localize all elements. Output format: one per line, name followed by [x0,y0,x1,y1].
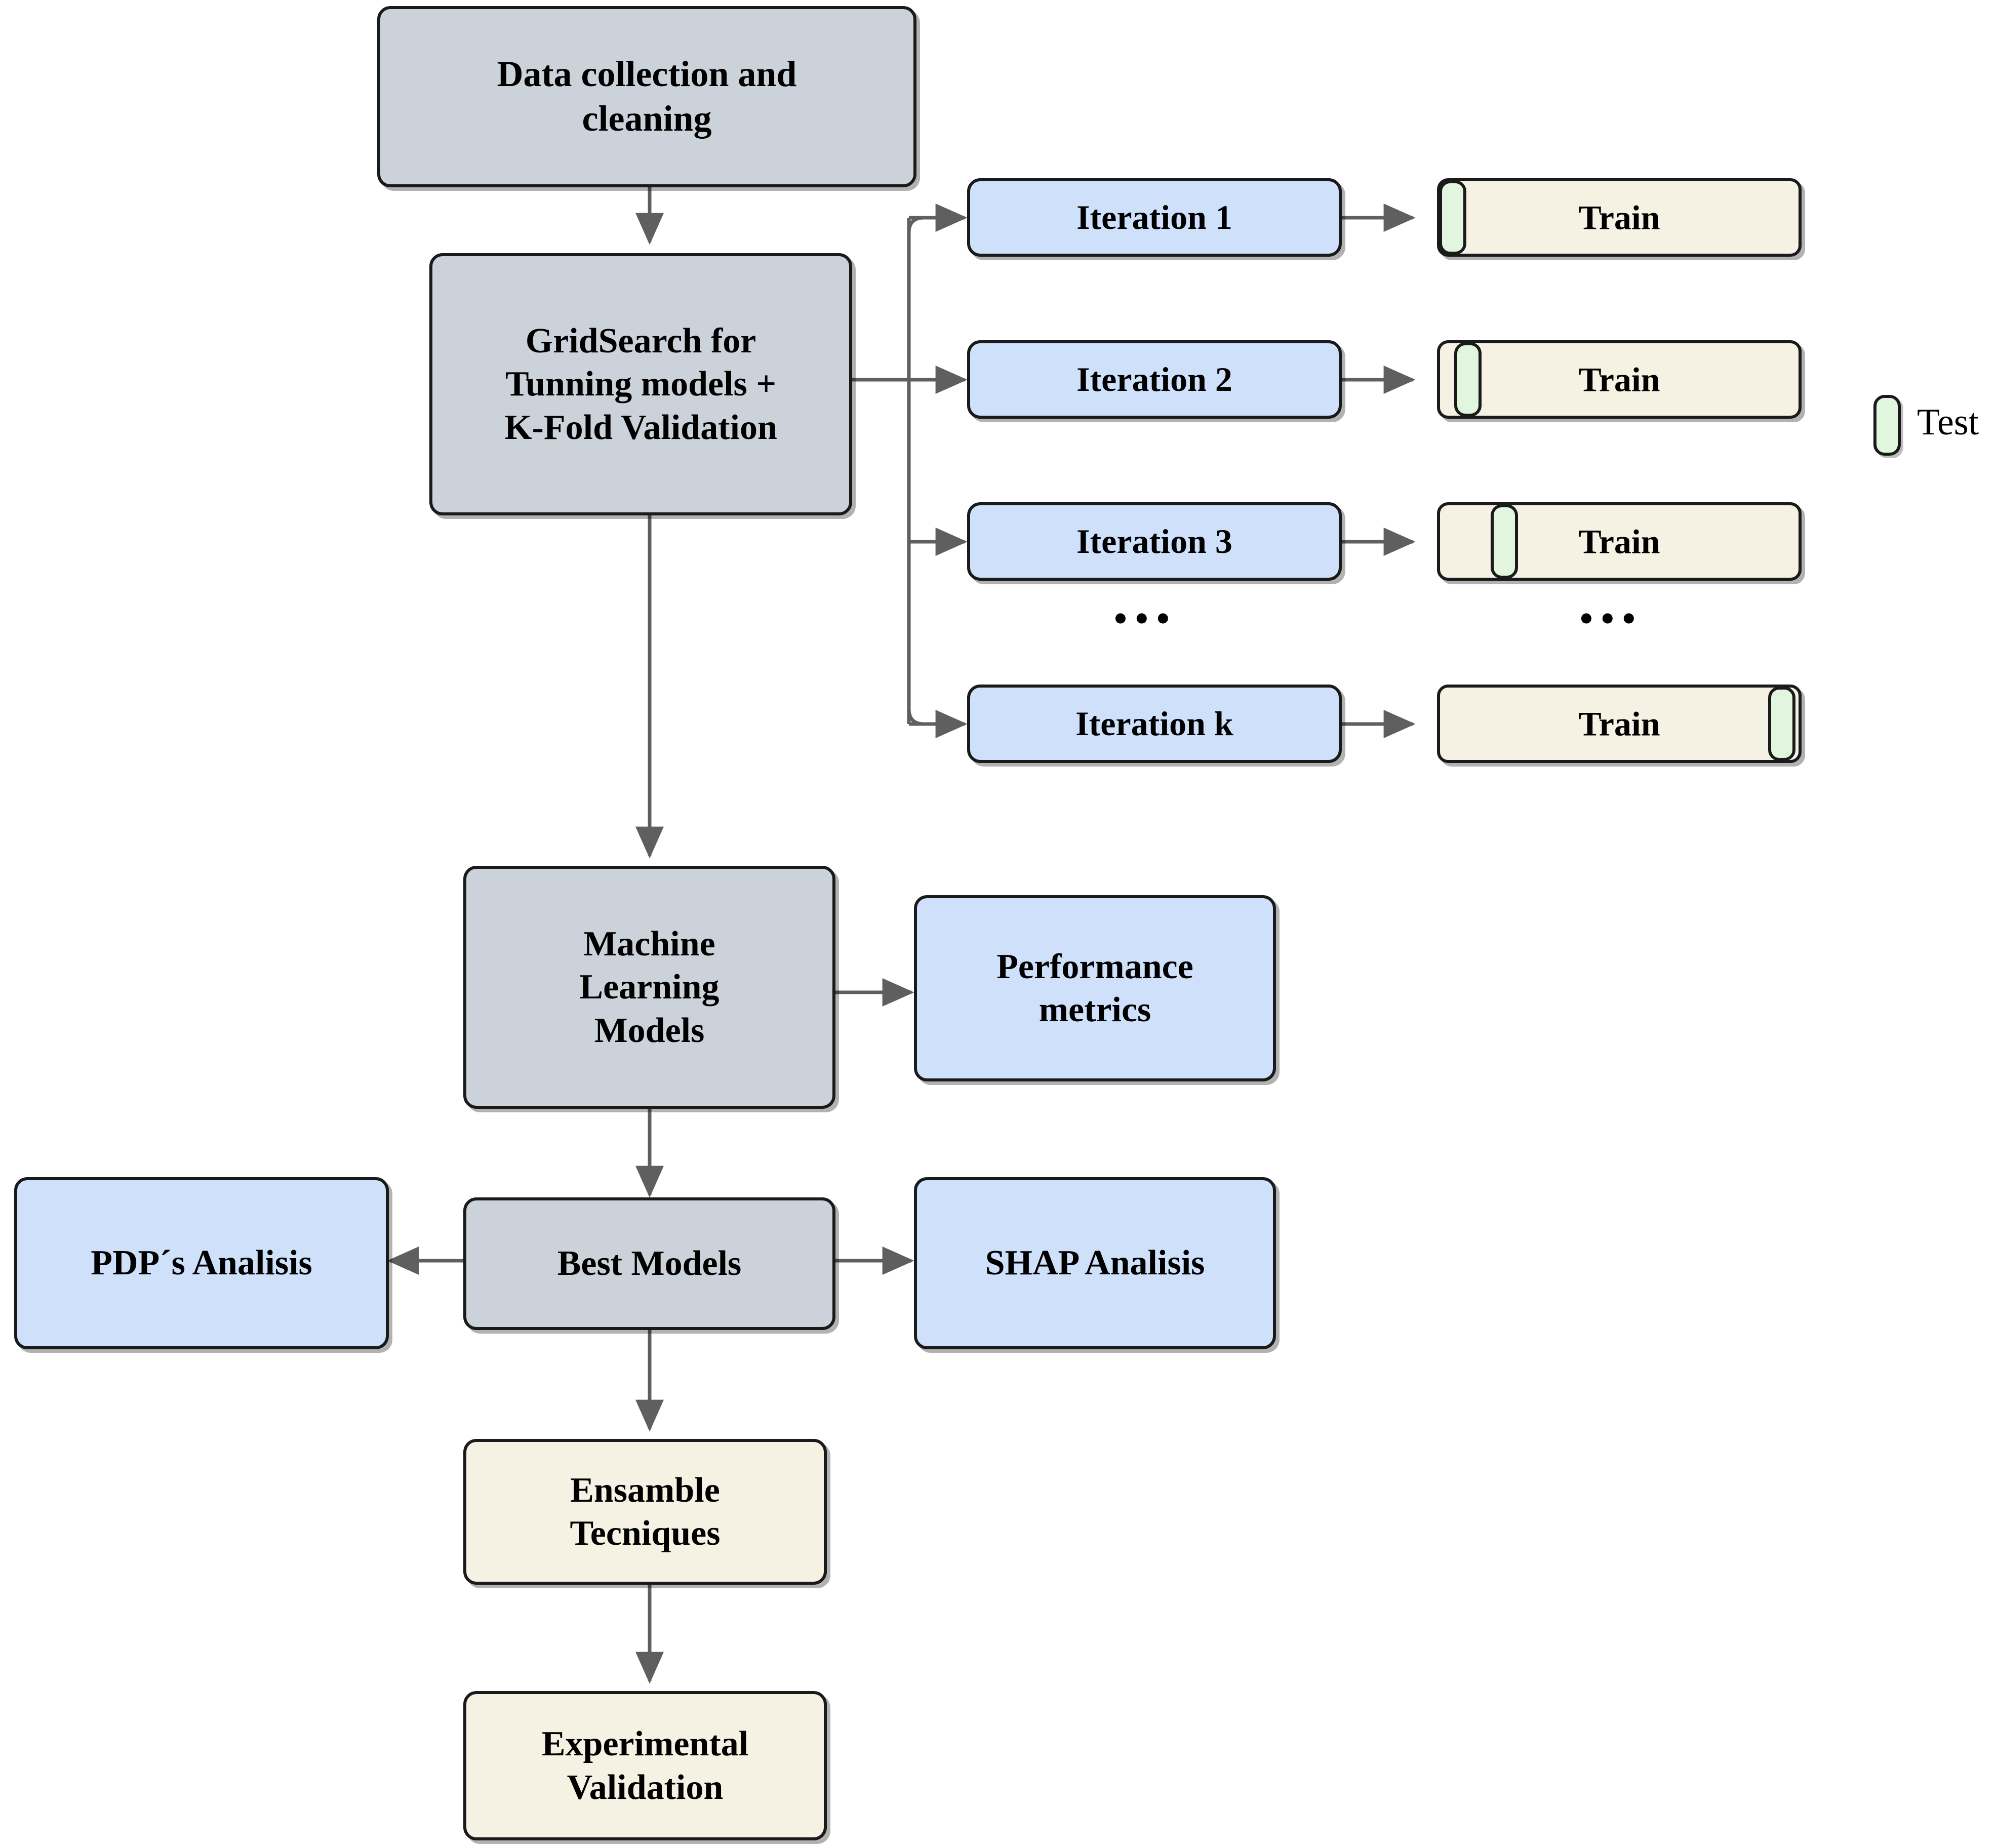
test-segment-iteration-1 [1439,180,1466,255]
iteration-2-label: Iteration 2 [1076,360,1232,399]
ml-models-line1: Machine [583,924,715,963]
node-shap-analysis[interactable]: SHAP Analisis [914,1177,1276,1349]
node-iteration-3[interactable]: Iteration 3 [967,502,1342,581]
trainbar-iteration-3[interactable]: Train [1437,502,1802,581]
gridsearch-line3: K-Fold Validation [504,408,777,447]
best-models-label: Best Models [557,1244,742,1283]
trainbar-iteration-2[interactable]: Train [1437,340,1802,419]
train-label-3: Train [1578,522,1660,560]
node-best-models[interactable]: Best Models [463,1197,835,1330]
train-label-k: Train [1578,704,1660,743]
test-segment-iteration-2 [1454,342,1482,417]
iteration-1-label: Iteration 1 [1076,198,1232,237]
test-segment-iteration-3 [1491,504,1518,579]
performance-metrics-line2: metrics [1039,990,1151,1029]
node-iteration-2[interactable]: Iteration 2 [967,340,1342,419]
iteration-k-label: Iteration k [1075,704,1233,743]
node-performance-metrics[interactable]: Performance metrics [914,895,1276,1081]
trainbar-iteration-1[interactable]: Train [1437,178,1802,257]
legend-test-swatch [1873,395,1901,456]
node-pdp-analysis[interactable]: PDP´s Analisis [14,1177,389,1349]
experimental-line2: Validation [567,1767,724,1807]
test-segment-iteration-k [1768,687,1795,761]
pdp-analysis-label: PDP´s Analisis [91,1243,312,1283]
performance-metrics-line1: Performance [996,947,1193,986]
node-iteration-1[interactable]: Iteration 1 [967,178,1342,257]
node-iteration-k[interactable]: Iteration k [967,685,1342,763]
iteration-3-label: Iteration 3 [1076,522,1232,561]
ml-models-line2: Learning [579,968,720,1007]
experimental-line1: Experimental [541,1724,749,1764]
node-gridsearch[interactable]: GridSearch for Tunning models + K-Fold V… [429,253,852,515]
ensamble-line1: Ensamble [570,1470,720,1510]
node-experimental-validation[interactable]: Experimental Validation [463,1691,827,1840]
ensamble-line2: Tecniques [570,1514,721,1553]
ml-models-line3: Models [594,1011,705,1050]
ellipsis-iterations: ••• [1114,598,1178,639]
legend-test-label: Test [1917,401,1979,443]
trainbar-iteration-k[interactable]: Train [1437,685,1802,763]
data-collection-line2: cleaning [582,98,712,139]
gridsearch-line2: Tunning models + [505,365,777,404]
data-collection-line1: Data collection and [497,54,797,95]
node-ensamble-tecniques[interactable]: Ensamble Tecniques [463,1439,827,1585]
gridsearch-line1: GridSearch for [525,321,756,360]
train-label-2: Train [1578,360,1660,398]
shap-analysis-label: SHAP Analisis [985,1243,1205,1283]
ellipsis-trains: ••• [1580,598,1644,639]
node-machine-learning-models[interactable]: Machine Learning Models [463,866,835,1109]
train-label-1: Train [1578,198,1660,236]
node-data-collection[interactable]: Data collection and cleaning [377,6,916,187]
